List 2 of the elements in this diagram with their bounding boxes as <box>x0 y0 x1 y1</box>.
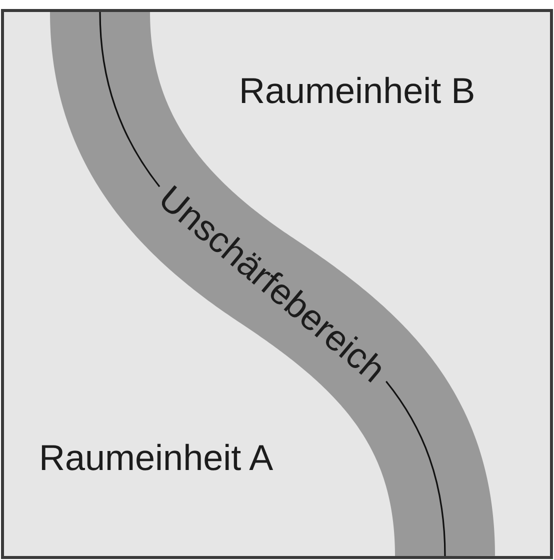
region-label: Raumeinheit A <box>39 440 274 476</box>
region-label: Raumeinheit B <box>239 73 476 109</box>
